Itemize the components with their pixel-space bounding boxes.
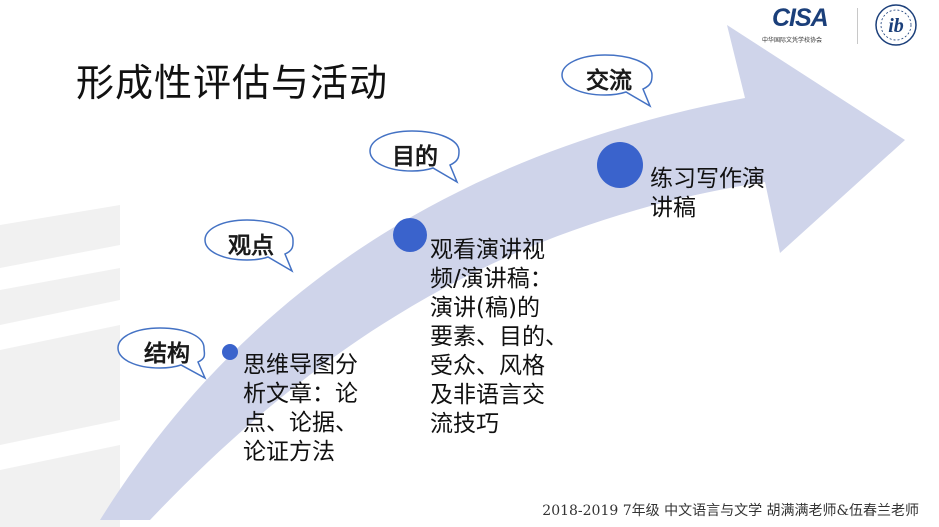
bubble-mudi: [369, 130, 460, 184]
stage-dot-3: [597, 142, 643, 188]
bubble-label-jiegou: 结构: [144, 341, 190, 367]
progress-arrow: [100, 25, 905, 520]
stage-text-2: 观看演讲视 频/演讲稿： 演讲(稿)的 要素、目的、 受众、风格 及非语言交 流…: [430, 237, 568, 437]
cisa-logo: CISA 中华国际文凭学校协会: [762, 4, 844, 46]
ib-logo: ib: [875, 4, 917, 46]
cisa-logo-text: CISA: [772, 4, 829, 32]
cisa-watermark: [0, 205, 120, 527]
bubble-label-mudi: 目的: [392, 144, 438, 170]
stage-dot-2: [393, 218, 427, 252]
bubble-label-jiaoliu: 交流: [586, 68, 632, 94]
bubble-jiaoliu: [561, 54, 653, 108]
stage-text-3: 练习写作演 讲稿: [650, 166, 765, 221]
stage-text-1: 思维导图分 析文章：论 点、论据、 论证方法: [243, 352, 358, 465]
bubble-jiegou: [117, 327, 207, 380]
bubble-label-guandian: 观点: [228, 233, 274, 259]
cisa-logo-subtitle: 中华国际文凭学校协会: [762, 37, 823, 44]
ib-logo-text: ib: [888, 15, 904, 37]
slide-footer: 2018-2019 7年级 中文语言与文学 胡满满老师&伍春兰老师: [542, 503, 919, 519]
stage-dot-1: [222, 344, 238, 360]
logo-divider: [857, 8, 858, 44]
slide-title: 形成性评估与活动: [76, 61, 389, 105]
bubble-guandian: [204, 219, 294, 273]
